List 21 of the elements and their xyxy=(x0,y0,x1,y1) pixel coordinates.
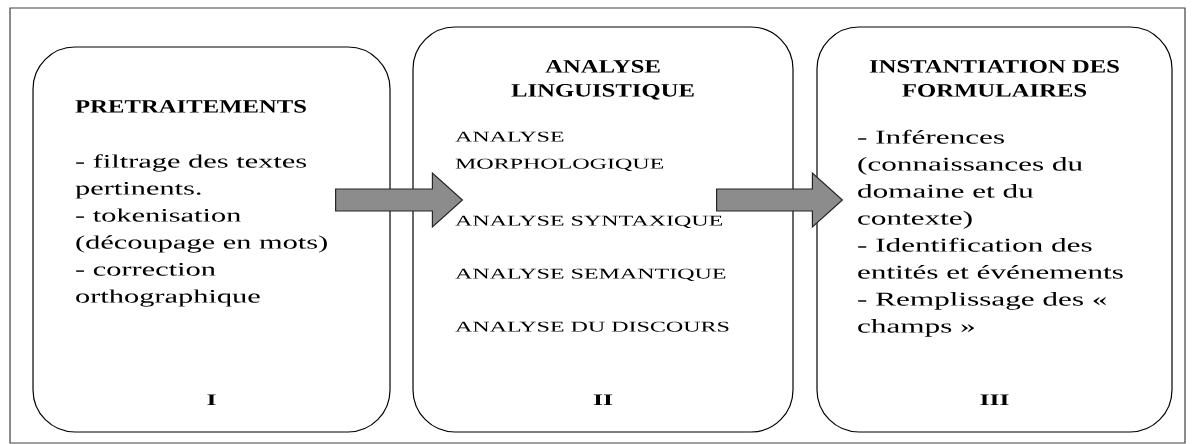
list-item: - Inférences (connaissances du domaine et du contexte) xyxy=(858,129,1083,229)
box-heading: INSTANTIATION DES FORMULAIRES xyxy=(869,60,1119,97)
list-item: - Remplissage des « champs » xyxy=(858,292,1107,337)
box-heading: ANALYSE LINGUISTIQUE xyxy=(511,60,694,100)
block-arrow xyxy=(716,171,844,229)
list-item: - tokenisation (découpage en mots) xyxy=(76,208,327,253)
list-item: ANALYSE MORPHOLOGIQUE xyxy=(455,131,664,171)
list-item: - Identification des entités et événements xyxy=(858,237,1123,279)
list-item: ANALYSE SYNTAXIQUE xyxy=(455,215,723,228)
process-box xyxy=(412,26,794,433)
box-heading: PRETRAITEMENTS xyxy=(75,100,306,113)
list-item: ANALYSE SEMANTIQUE xyxy=(455,268,726,281)
process-box xyxy=(32,46,391,433)
list-item: ANALYSE DU DISCOURS xyxy=(455,321,729,332)
list-item: - correction orthographique xyxy=(76,263,260,307)
process-box xyxy=(816,26,1173,433)
step-numeral: II xyxy=(593,394,613,405)
list-item: - filtrage des textes pertinents. xyxy=(75,154,307,199)
step-numeral: III xyxy=(980,394,1009,405)
step-numeral: I xyxy=(207,394,216,405)
block-arrow xyxy=(335,171,464,229)
